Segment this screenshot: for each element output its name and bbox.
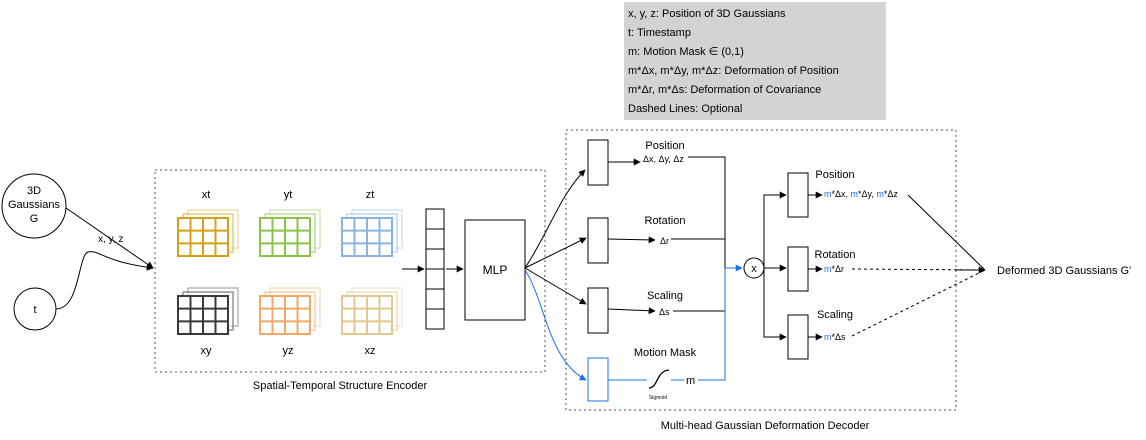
legend-line: m*Δx, m*Δy, m*Δz: Deformation of Positio… [628, 65, 839, 77]
encoder-planes: xt yt zt xy yz xz [177, 189, 403, 357]
mask-collect-line [698, 268, 726, 381]
legend-line: x, y, z: Position of 3D Gaussians [628, 8, 786, 20]
formula-part: *Δs [832, 332, 847, 342]
out-scaling-formula: m*Δs [824, 332, 846, 342]
out-position-formula: m*Δx, m*Δy, m*Δz [824, 189, 898, 199]
position-head [587, 139, 609, 186]
plane-label: zt [366, 189, 375, 201]
xyz-arrow [65, 207, 154, 269]
mlp-to-position-arrow [524, 169, 586, 269]
legend-line: t: Timestamp [628, 27, 691, 39]
plane-xz: xz [341, 287, 403, 357]
decoder-title: Multi-head Gaussian Deformation Decoder [661, 420, 870, 432]
head-mask-label: Motion Mask [634, 347, 697, 359]
sigmoid-box [647, 368, 671, 390]
gaussians-input: 3D Gaussians G [1, 173, 67, 239]
sigmoid-icon [648, 369, 670, 389]
legend-background [624, 2, 886, 120]
multiply-to-position-arrow [763, 191, 787, 268]
scaling-head [587, 287, 609, 334]
mlp-to-scaling-arrow [524, 267, 587, 305]
rotation-head [587, 217, 609, 264]
timestamp-input: t [13, 287, 57, 331]
out-position-box [787, 172, 809, 218]
formula-part: *Δz [884, 189, 899, 199]
encoder-frame [154, 169, 546, 373]
legend-line: Dashed Lines: Optional [628, 103, 742, 115]
head-position-label: Position [645, 140, 684, 152]
gaussians-label-line: G [30, 213, 39, 225]
formula-part: *Δx, [832, 189, 851, 199]
mlp-to-rotation-arrow [524, 237, 587, 269]
gaussians-label-line: 3D [27, 185, 41, 197]
time-arrow [55, 251, 154, 310]
out-rotation-label: Rotation [815, 249, 856, 261]
legend-line: m: Motion Mask ∈ (0,1) [628, 46, 744, 58]
timestamp-label: t [33, 304, 36, 316]
formula-mask-m: m [824, 189, 832, 199]
plane-yz: yz [259, 287, 321, 357]
out-rotation-formula: m*Δr [824, 264, 844, 274]
out-rotation-box [787, 246, 809, 292]
rotation-out-arrow [607, 236, 656, 244]
head-rotation-label: Rotation [645, 215, 686, 227]
plane-label: xy [201, 345, 213, 357]
plane-label: yz [283, 345, 294, 357]
plane-yt: yt [259, 189, 321, 257]
rotation-delta: Δr [660, 236, 669, 246]
plane-xt: xt [177, 189, 239, 257]
plane-label: xz [365, 345, 376, 357]
legend-line: m*Δr, m*Δs: Deformation of Covariance [628, 84, 821, 96]
plane-label: xt [202, 189, 211, 201]
formula-mask-m: m [824, 264, 832, 274]
mlp-to-mask-arrow [524, 269, 587, 381]
out-scaling-box [787, 314, 809, 360]
result-label: Deformed 3D Gaussians G' [997, 265, 1131, 277]
position-delta: Δx, Δy, Δz [643, 154, 684, 164]
position-collect-line [688, 156, 726, 268]
xyz-label: x, y, z [98, 234, 123, 245]
encoder-title: Spatial-Temporal Structure Encoder [253, 380, 428, 392]
mask-head [587, 357, 609, 402]
mlp-label: MLP [483, 263, 508, 277]
legend-box: x, y, z: Position of 3D Gaussians t: Tim… [624, 2, 886, 120]
multiply-to-scaling-arrow [763, 268, 787, 341]
out-position-label: Position [815, 169, 854, 181]
feature-vector [425, 208, 445, 330]
multiply-symbol: x [751, 263, 757, 275]
plane-label: yt [284, 189, 293, 201]
scaling-delta: Δs [659, 307, 670, 317]
formula-mask-m: m [876, 189, 884, 199]
formula-mask-m: m [824, 332, 832, 342]
mask-value: m [686, 375, 695, 387]
head-scaling-label: Scaling [647, 290, 683, 302]
sigmoid-label: Sigmoid [649, 395, 667, 401]
formula-part: *Δy, [858, 189, 876, 199]
final-position-line [907, 194, 986, 271]
formula-mask-m: m [851, 189, 859, 199]
plane-zt: zt [341, 189, 403, 257]
gaussians-label-line: Gaussians [8, 199, 60, 211]
gaussians-circle [1, 173, 67, 239]
final-scaling-line [851, 269, 986, 337]
scaling-out-arrow [607, 307, 656, 315]
formula-part: *Δr [832, 264, 845, 274]
out-scaling-label: Scaling [817, 309, 853, 321]
plane-xy: xy [177, 287, 239, 357]
